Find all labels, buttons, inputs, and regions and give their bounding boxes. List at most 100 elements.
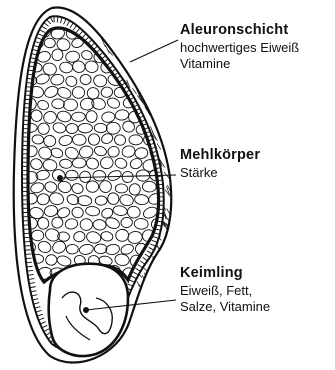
hatch-stroke bbox=[167, 278, 171, 286]
hatch-stroke bbox=[177, 212, 181, 220]
hatch-stroke bbox=[168, 261, 173, 270]
hatch-stroke bbox=[126, 37, 129, 46]
hatch-stroke bbox=[171, 151, 175, 157]
starch-cell bbox=[156, 62, 168, 75]
starch-cell bbox=[149, 74, 160, 85]
aleurone-cell-wall bbox=[25, 254, 31, 255]
hatch-stroke bbox=[150, 56, 153, 63]
starch-cell bbox=[156, 278, 171, 291]
hatch-stroke bbox=[178, 104, 181, 111]
hatch-stroke bbox=[174, 135, 179, 143]
hatch-stroke bbox=[177, 71, 182, 78]
hatch-stroke bbox=[143, 36, 146, 44]
hatch-stroke bbox=[113, 40, 116, 46]
hatch-stroke bbox=[132, 88, 136, 94]
hatch-stroke bbox=[166, 265, 169, 273]
hatch-stroke bbox=[177, 238, 183, 245]
hatch-stroke bbox=[179, 199, 184, 208]
hatch-stroke bbox=[157, 144, 161, 150]
hatch-stroke bbox=[164, 125, 167, 135]
aleuron-leader-line bbox=[130, 40, 178, 62]
hatch-stroke bbox=[174, 191, 179, 200]
mehl-title: Mehlkörper bbox=[180, 147, 260, 165]
starch-cell bbox=[153, 109, 169, 123]
starch-cell bbox=[116, 38, 128, 48]
starch-cell bbox=[119, 26, 136, 41]
hatch-stroke bbox=[153, 31, 157, 38]
hatch-stroke bbox=[166, 76, 170, 84]
hatch-stroke bbox=[162, 98, 165, 106]
hatch-stroke bbox=[150, 96, 154, 103]
hatch-stroke bbox=[158, 110, 162, 117]
hatch-stroke bbox=[133, 33, 138, 42]
hatch-stroke bbox=[160, 120, 165, 128]
hatch-stroke bbox=[172, 178, 175, 185]
hatch-stroke bbox=[130, 54, 135, 61]
hatch-stroke bbox=[174, 43, 179, 50]
hatch-stroke bbox=[150, 288, 155, 296]
starch-cell bbox=[127, 60, 143, 75]
hatch-stroke bbox=[128, 35, 132, 44]
hatch-stroke bbox=[147, 39, 152, 48]
hatch-stroke bbox=[144, 62, 149, 70]
hatch-stroke bbox=[170, 137, 173, 146]
starch-cell bbox=[150, 51, 164, 62]
hatch-stroke bbox=[169, 105, 172, 115]
hatch-stroke bbox=[180, 87, 184, 95]
hatch-stroke bbox=[178, 252, 181, 261]
hatch-stroke bbox=[174, 254, 179, 263]
hatch-stroke bbox=[178, 125, 183, 135]
hatch-stroke bbox=[151, 58, 154, 67]
hatch-stroke bbox=[154, 31, 158, 39]
hatch-stroke bbox=[154, 71, 159, 79]
hatch-stroke bbox=[163, 96, 166, 105]
hatch-stroke bbox=[148, 275, 151, 284]
hatch-stroke bbox=[160, 75, 165, 81]
hatch-stroke bbox=[162, 108, 167, 116]
hatch-stroke bbox=[114, 43, 120, 53]
hatch-stroke bbox=[139, 32, 143, 41]
hatch-stroke bbox=[158, 113, 161, 121]
label-aleuronschicht: Aleuronschicht hochwertiges Eiweiß Vitam… bbox=[180, 22, 299, 71]
hatch-stroke bbox=[163, 66, 166, 72]
hatch-stroke bbox=[151, 274, 154, 283]
hatch-stroke bbox=[151, 68, 157, 76]
hatch-stroke bbox=[176, 114, 180, 122]
hatch-stroke bbox=[140, 44, 144, 52]
hatch-stroke bbox=[164, 137, 167, 144]
starch-cell bbox=[158, 255, 172, 267]
mehl-line-1: Stärke bbox=[180, 165, 260, 181]
hatch-stroke bbox=[173, 212, 178, 219]
hatch-stroke bbox=[166, 93, 172, 100]
hatch-stroke bbox=[139, 57, 143, 66]
starch-cell bbox=[148, 25, 164, 40]
hatch-stroke bbox=[170, 156, 175, 162]
hatch-stroke bbox=[157, 257, 161, 266]
hatch-stroke bbox=[146, 69, 150, 76]
keim-title: Keimling bbox=[180, 265, 270, 283]
hatch-stroke bbox=[137, 71, 141, 78]
hatch-stroke bbox=[163, 103, 168, 113]
hatch-stroke bbox=[134, 60, 139, 69]
hatch-stroke bbox=[146, 80, 151, 90]
hatch-stroke bbox=[159, 72, 162, 81]
hatch-stroke bbox=[169, 240, 172, 246]
starch-cell bbox=[150, 99, 164, 112]
hatch-stroke bbox=[166, 286, 171, 293]
keim-line-1: Eiweiß, Fett, bbox=[180, 283, 270, 299]
hatch-stroke bbox=[111, 33, 116, 42]
hatch-stroke bbox=[146, 64, 150, 71]
hatch-stroke bbox=[166, 73, 172, 83]
hatch-stroke bbox=[133, 62, 137, 70]
hatch-stroke bbox=[150, 92, 155, 101]
hatch-stroke bbox=[176, 227, 179, 234]
hatch-stroke bbox=[176, 116, 181, 124]
hatch-stroke bbox=[147, 65, 151, 73]
aleurone-cell-wall bbox=[54, 16, 55, 22]
hatch-stroke bbox=[153, 70, 158, 77]
hatch-stroke bbox=[157, 52, 160, 62]
hatch-stroke bbox=[122, 42, 127, 50]
hatch-stroke bbox=[148, 67, 153, 76]
hatch-stroke bbox=[145, 78, 151, 85]
